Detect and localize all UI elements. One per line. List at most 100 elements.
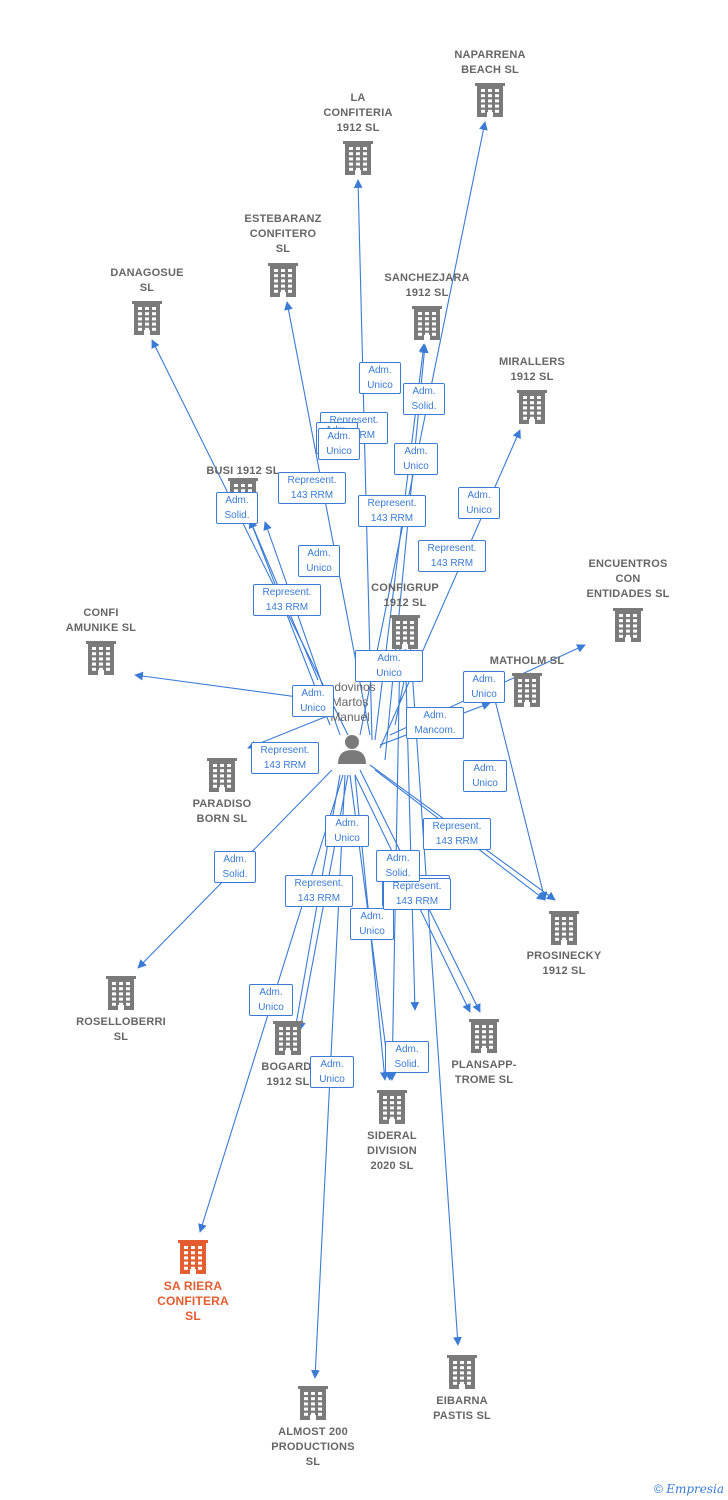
relation-label-line: Unico xyxy=(319,1074,345,1085)
relation-label[interactable]: Adm.Unico xyxy=(249,984,293,1016)
company-label-line: ALMOST 200 xyxy=(278,1426,348,1438)
relation-label-line: Solid. xyxy=(385,868,411,879)
relation-label[interactable]: Adm.Unico xyxy=(298,545,340,577)
company-label-line: MATHOLM SL xyxy=(489,655,565,667)
relation-label[interactable]: Adm.Unico xyxy=(318,428,360,460)
company-label-line: CON xyxy=(615,573,641,585)
building-icon[interactable] xyxy=(377,1090,407,1124)
company-label-busi[interactable]: BUSI 1912 SL xyxy=(178,464,308,479)
relation-label-line: Adm. xyxy=(377,653,401,664)
company-label-line: SA RIERA xyxy=(163,1279,223,1293)
building-icon[interactable] xyxy=(549,911,579,945)
relation-label-line: Represent. xyxy=(427,543,477,554)
company-label-line: DIVISION xyxy=(367,1145,417,1157)
building-icon[interactable] xyxy=(86,641,116,675)
building-icon[interactable] xyxy=(469,1019,499,1053)
person-label-line: Manuel xyxy=(330,710,370,724)
relation-label[interactable]: Adm.Solid. xyxy=(403,383,445,415)
building-icon[interactable] xyxy=(298,1386,328,1420)
relation-label-line: Unico xyxy=(466,505,492,516)
company-label-line: ESTEBARANZ xyxy=(244,213,322,225)
relation-label[interactable]: Adm. Solid. xyxy=(214,851,256,883)
relation-label[interactable]: Represent.143 RRM xyxy=(278,472,346,504)
company-label-line: ROSELLOBERRI xyxy=(76,1016,166,1028)
company-label-line: SL xyxy=(113,1031,129,1043)
building-icon[interactable] xyxy=(412,306,442,340)
relation-label[interactable]: Represent.143 RRM xyxy=(251,742,319,774)
relation-label[interactable]: Adm.Mancom. xyxy=(406,707,464,739)
company-label-line: CONFIGRUP xyxy=(371,582,439,594)
company-label-line: PROSINECKY xyxy=(526,950,602,962)
relation-label-line: Adm. xyxy=(301,688,325,699)
relation-edge xyxy=(353,179,373,741)
company-label-line: MIRALLERS xyxy=(499,356,565,368)
relation-label-line: Adm. xyxy=(223,854,247,865)
building-icon[interactable] xyxy=(343,141,373,175)
building-icon[interactable] xyxy=(178,1240,208,1274)
company-label-line: PRODUCTIONS xyxy=(271,1441,355,1453)
relation-label[interactable]: Represent.143 RRM xyxy=(253,584,321,616)
relation-label[interactable]: Represent.143 RRM xyxy=(358,495,426,527)
relation-label-line: 143 RRM xyxy=(370,513,414,524)
relation-label-line: Adm. xyxy=(395,1044,419,1055)
relation-label-line: Solid. xyxy=(222,869,248,880)
building-icon[interactable] xyxy=(390,615,420,649)
company-label-line: BOGARDI xyxy=(261,1061,315,1073)
relation-label[interactable]: Adm.Unico xyxy=(359,362,401,394)
building-icon[interactable] xyxy=(207,758,237,792)
building-icon[interactable] xyxy=(512,673,542,707)
relation-label[interactable]: Represent.143 RRM xyxy=(383,878,451,910)
relation-label[interactable]: Adm.Unico xyxy=(350,908,394,940)
relation-label[interactable]: Represent.143 RRM xyxy=(423,818,491,850)
relation-label[interactable]: Adm.Unico xyxy=(310,1056,354,1088)
relation-label[interactable]: Adm.Solid. xyxy=(216,492,258,524)
relation-label[interactable]: Adm.Solid. xyxy=(376,850,420,882)
company-label-matholm[interactable]: MATHOLM SL xyxy=(462,654,592,669)
brand-logo[interactable]: Empresia xyxy=(666,1482,724,1496)
company-label-roselloberri[interactable]: ROSELLOBERRI SL xyxy=(56,1015,186,1045)
relation-label[interactable]: Adm.Unico xyxy=(463,760,507,792)
relation-label[interactable]: Adm.Solid. xyxy=(385,1041,429,1073)
relation-label[interactable]: Adm.Unico xyxy=(463,671,505,703)
building-icon[interactable] xyxy=(475,83,505,117)
relation-label[interactable]: Adm.Unico xyxy=(325,815,369,847)
company-label-line: PLANSAPP- xyxy=(451,1059,517,1071)
building-icon[interactable] xyxy=(447,1355,477,1389)
relation-label[interactable]: Represent.143 RRM xyxy=(418,540,486,572)
relation-label[interactable]: Adm.Unico xyxy=(292,685,334,717)
relation-label[interactable]: Adm. Unico xyxy=(458,487,500,519)
building-icon[interactable] xyxy=(106,976,136,1010)
company-label-line: CONFITERO xyxy=(249,228,317,240)
building-icon[interactable] xyxy=(273,1021,303,1055)
company-label-plansapp[interactable]: PLANSAPP-TROME SL xyxy=(419,1058,549,1088)
building-icon[interactable] xyxy=(132,301,162,335)
building-icon[interactable] xyxy=(268,263,298,297)
relation-label[interactable]: Adm.Unico xyxy=(394,443,438,475)
building-icon[interactable] xyxy=(517,390,547,424)
relation-label[interactable]: Represent.143 RRM xyxy=(285,875,353,907)
building-icon[interactable] xyxy=(613,608,643,642)
relation-label-line: Adm. xyxy=(467,490,491,501)
person-icon[interactable] xyxy=(338,735,366,764)
company-label-line: ENCUENTROS xyxy=(588,558,668,570)
relation-label-line: 143 RRM xyxy=(290,490,334,501)
relation-label[interactable]: Adm.Unico xyxy=(355,650,423,682)
